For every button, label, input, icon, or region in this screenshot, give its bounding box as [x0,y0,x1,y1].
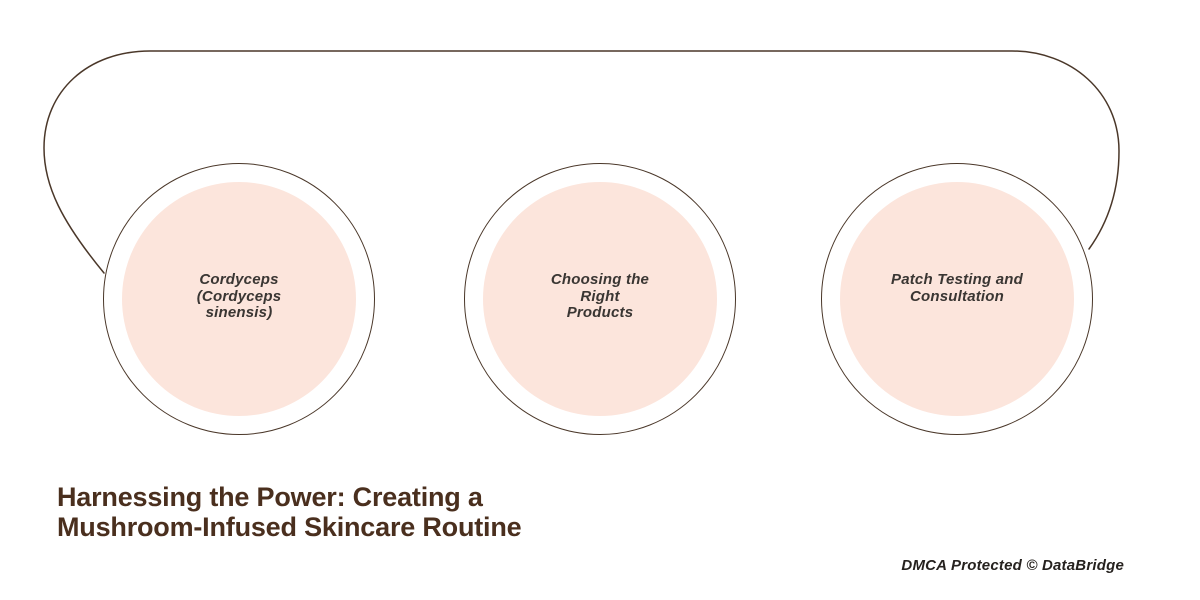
node-inner-disk [483,182,717,416]
node-label: Cordyceps (Cordyceps sinensis) [196,271,282,321]
node-circle-choosing-products: Choosing the Right Products [464,163,736,435]
node-label: Patch Testing and Consultation [890,271,1024,305]
diagram-title: Harnessing the Power: Creating a Mushroo… [57,482,522,542]
connector-path [43,50,1120,274]
node-circle-cordyceps: Cordyceps (Cordyceps sinensis) [103,163,375,435]
node-circle-patch-testing: Patch Testing and Consultation [821,163,1093,435]
node-label: Choosing the Right Products [550,271,650,321]
node-inner-disk [840,182,1074,416]
dmca-watermark: DMCA Protected © DataBridge [901,557,1124,574]
node-inner-disk [122,182,356,416]
